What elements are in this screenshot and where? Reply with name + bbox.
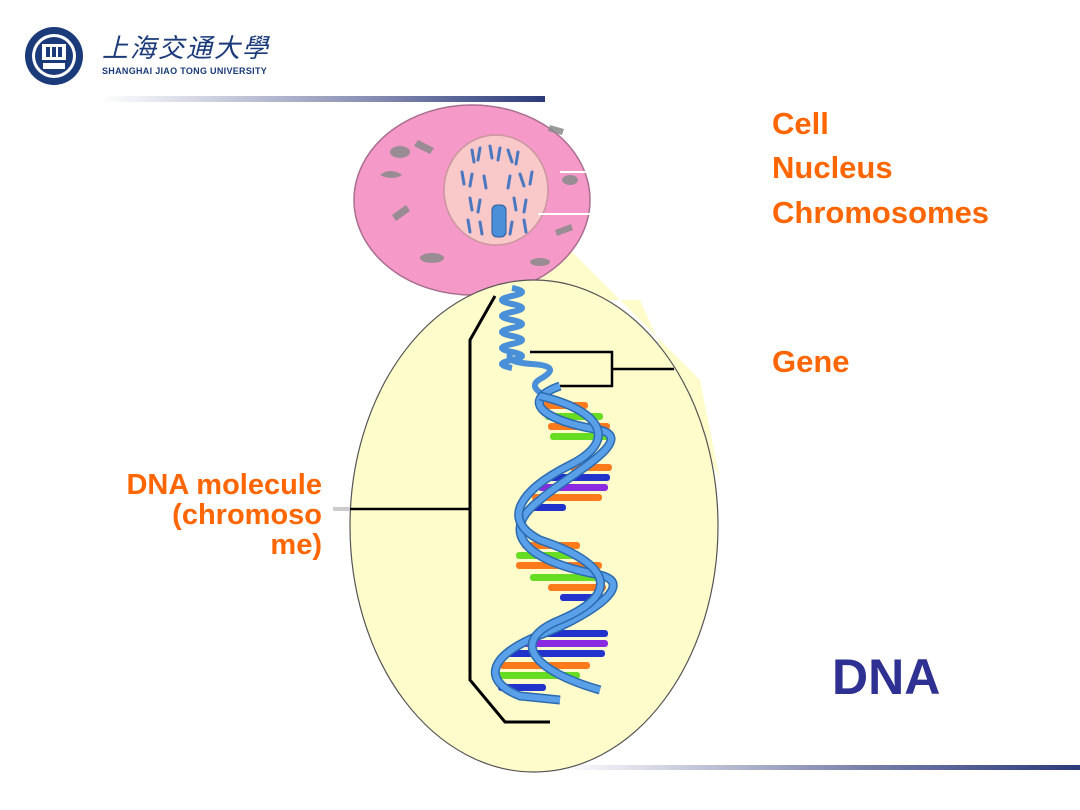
- double-helix: [490, 381, 618, 705]
- logo-chinese-name: 上海交通大學: [102, 34, 271, 64]
- zoom-ellipse: [349, 279, 719, 773]
- chromosome-coil: [499, 285, 553, 399]
- cell-organelles: [380, 125, 578, 266]
- chromosomes: [460, 144, 534, 236]
- label-dna-molecule: DNA molecule (chromoso me): [126, 469, 322, 561]
- university-seal-icon: [25, 27, 83, 85]
- university-logo: [22, 24, 262, 85]
- header-divider: [100, 96, 545, 102]
- footer-divider: [560, 765, 1080, 770]
- label-cell: Cell: [772, 106, 829, 141]
- nucleus: [443, 134, 549, 246]
- label-nucleus: Nucleus: [772, 150, 893, 185]
- logo-english-name: SHANGHAI JIAO TONG UNIVERSITY: [102, 66, 268, 76]
- dna-bracket: [468, 295, 550, 724]
- label-gene: Gene: [772, 344, 850, 379]
- slide-title: DNA: [832, 649, 941, 705]
- label-chromosomes: Chromosomes: [772, 195, 990, 230]
